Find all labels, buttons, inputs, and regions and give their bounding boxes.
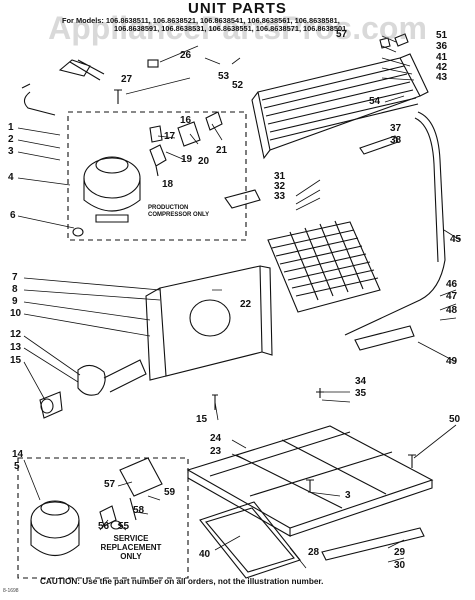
callout-13: 13 [10, 342, 22, 353]
cord-wire [21, 83, 56, 116]
fan-shroud [159, 265, 263, 377]
callout-16: 16 [180, 115, 192, 126]
callout-37: 37 [390, 123, 402, 134]
service-compressor-box [17, 457, 189, 579]
callout-2: 2 [8, 134, 14, 145]
callout-24: 24 [210, 433, 222, 444]
callout-57-top: 57 [336, 29, 348, 40]
callout-23: 23 [210, 446, 222, 457]
callout-59: 59 [164, 487, 176, 498]
callout-28: 28 [308, 547, 320, 558]
callout-50: 50 [449, 414, 461, 425]
illustration-stamp: 8-1698 [3, 588, 19, 594]
callout-52: 52 [232, 80, 244, 91]
leader-lines [17, 35, 461, 569]
callout-18: 18 [162, 179, 174, 190]
callout-22: 22 [240, 299, 252, 310]
callout-45: 45 [450, 234, 462, 245]
callout-1: 1 [8, 122, 14, 133]
callout-58: 58 [133, 505, 145, 516]
production-compressor-label: PRODUCTION COMPRESSOR ONLY [148, 205, 210, 218]
condenser-tube [344, 111, 446, 336]
screw-26 [147, 59, 159, 68]
callout-49: 49 [446, 356, 458, 367]
callout-6: 6 [10, 210, 16, 221]
callout-3: 3 [8, 146, 14, 157]
callout-30: 30 [394, 560, 406, 571]
service-replacement-label: SERVICE REPLACEMENT ONLY [96, 534, 166, 561]
callout-56: 56 [98, 521, 110, 532]
fan-motor [77, 364, 106, 396]
callout-3-base: 3 [345, 490, 351, 501]
callout-19: 19 [181, 154, 193, 165]
callout-57-service: 57 [104, 479, 116, 490]
callout-5: 5 [14, 461, 20, 472]
callout-7: 7 [12, 272, 18, 283]
callout-33: 33 [274, 191, 286, 202]
callout-38: 38 [390, 135, 402, 146]
production-compressor-box [67, 111, 247, 241]
service-label-line-2: REPLACEMENT [100, 543, 162, 552]
callout-48: 48 [446, 305, 458, 316]
callout-8: 8 [12, 284, 18, 295]
service-label-line-3: ONLY [120, 552, 142, 561]
model-list-line-2: 106.8638591, 106.8638531, 106.8638551, 1… [114, 24, 347, 33]
callout-15-center: 15 [196, 414, 208, 425]
callout-26: 26 [180, 50, 192, 61]
callout-12: 12 [10, 329, 22, 340]
callout-34: 34 [355, 376, 367, 387]
evaporator-coil [267, 221, 381, 313]
callout-21: 21 [216, 145, 228, 156]
callout-47: 47 [446, 291, 458, 302]
relay-part [149, 144, 167, 177]
callout-14: 14 [12, 449, 24, 460]
callout-43: 43 [436, 72, 448, 83]
caution-note: CAUTION: Use the part number on all orde… [40, 577, 324, 586]
clip-part [205, 111, 223, 131]
power-cord-part [58, 59, 105, 81]
callout-55: 55 [118, 521, 130, 532]
bracket [354, 325, 415, 351]
callout-27: 27 [121, 74, 133, 85]
callout-32: 32 [274, 181, 286, 192]
callout-54: 54 [369, 96, 381, 107]
callout-41: 41 [436, 52, 448, 63]
overload-part [177, 121, 201, 147]
callout-35: 35 [355, 388, 367, 399]
diagram-title: UNIT PARTS [188, 0, 287, 17]
production-compressor-body [83, 157, 141, 199]
callout-51: 51 [436, 30, 448, 41]
side-rail [321, 527, 425, 561]
callout-29: 29 [394, 547, 406, 558]
callout-17: 17 [164, 131, 176, 142]
model-list-line-1: For Models: 106.8638511, 106.8638521, 10… [62, 16, 340, 25]
callout-4: 4 [8, 172, 14, 183]
callout-31: 31 [274, 171, 286, 182]
screw-27 [114, 89, 122, 104]
service-compressor-body [30, 501, 80, 539]
callout-10: 10 [10, 308, 22, 319]
callout-42: 42 [436, 62, 448, 73]
callout-36: 36 [436, 41, 448, 52]
callout-46: 46 [446, 279, 458, 290]
callout-9: 9 [12, 296, 18, 307]
service-label-line-1: SERVICE [113, 534, 149, 543]
callout-40: 40 [199, 549, 211, 560]
callout-15-left: 15 [10, 355, 22, 366]
callout-53: 53 [218, 71, 230, 82]
grommet [72, 227, 84, 237]
model-list: For Models: 106.8638511, 106.8638521, 10… [62, 17, 472, 33]
callout-20: 20 [198, 156, 210, 167]
